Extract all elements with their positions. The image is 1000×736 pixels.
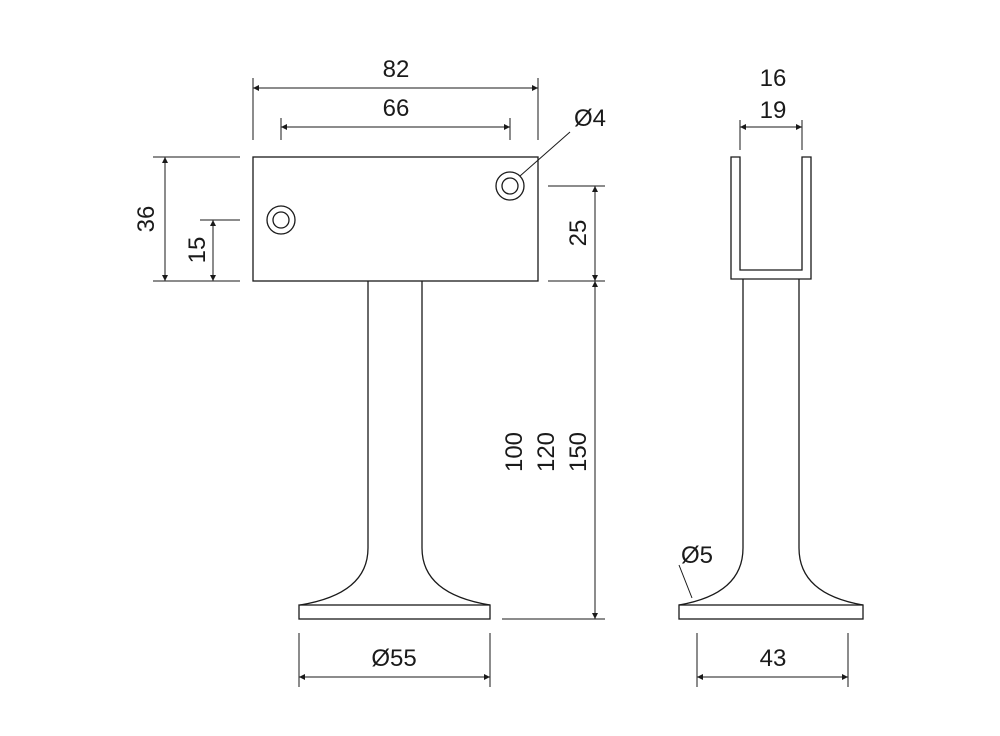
dim-plate-height: 36	[133, 156, 240, 282]
dim-post-height: 100 120 150	[501, 281, 605, 620]
side-view	[678, 156, 864, 620]
side-post	[678, 279, 864, 606]
hole-height-label: 15	[184, 237, 211, 264]
dim-hole-diameter: Ø4	[519, 105, 606, 177]
side-base-plate	[678, 604, 864, 620]
dim-hole-height: 15	[184, 219, 240, 281]
hole-diameter-label: Ø4	[574, 105, 606, 132]
dim-tube-diameter: Ø5	[678, 542, 713, 599]
height-25-label: 25	[565, 220, 592, 247]
dim-base-diameter: Ø55	[298, 633, 491, 687]
base-diameter-label: Ø55	[371, 645, 416, 672]
dim-height-25: 25	[548, 185, 605, 282]
support-post	[299, 281, 491, 606]
base-plate	[298, 604, 491, 620]
dim-base-depth: 43	[696, 633, 849, 687]
dim-total-width: 82	[252, 56, 539, 140]
left-screw-hole	[266, 205, 296, 235]
hole-spacing-label: 66	[383, 95, 410, 122]
total-width-label: 82	[383, 56, 410, 83]
right-screw-hole	[495, 171, 525, 201]
front-view	[252, 156, 539, 620]
mounting-plate	[252, 156, 539, 282]
dim-hole-spacing: 66	[280, 95, 511, 140]
u-channel	[730, 156, 812, 280]
tube-diameter-label: Ø5	[681, 542, 713, 569]
height-120-label: 120	[533, 432, 560, 472]
outer-width-label: 19	[760, 97, 787, 124]
inner-width-label: 16	[760, 65, 787, 92]
height-100-label: 100	[501, 432, 528, 472]
base-depth-label: 43	[760, 645, 787, 672]
dim-channel-width: 16 19	[739, 65, 803, 150]
plate-height-label: 36	[133, 206, 160, 233]
height-150-label: 150	[565, 432, 592, 472]
